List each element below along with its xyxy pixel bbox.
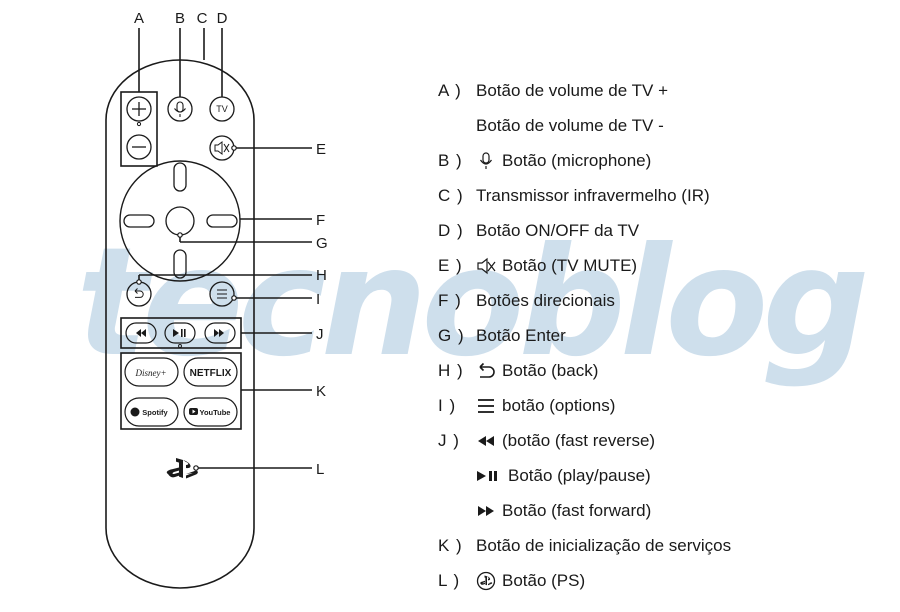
legend-text: Transmissor infravermelho (IR)	[476, 186, 710, 205]
legend-code: B )	[438, 151, 463, 170]
legend-row-d: D ) Botão ON/OFF da TV	[438, 218, 639, 244]
netflix-button[interactable]	[183, 357, 238, 387]
fast-reverse-icon	[476, 431, 496, 451]
legend-text: Botão (microphone)	[502, 151, 652, 170]
legend-text: Botão de inicialização de serviços	[476, 536, 732, 555]
callout-i: I	[316, 291, 320, 308]
microphone-icon	[174, 101, 186, 117]
back-icon	[134, 288, 144, 298]
microphone-button[interactable]	[167, 96, 193, 122]
apps-group-box	[120, 352, 242, 430]
legend-code: I )	[438, 396, 457, 415]
legend-text: Botão de volume de TV -	[476, 116, 664, 135]
dpad-ring	[119, 160, 241, 282]
legend-row-a-minus: Botão de volume de TV -	[438, 113, 664, 139]
back-icon	[476, 361, 496, 381]
legend-row-j-forward: Botão (fast forward)	[438, 498, 651, 524]
legend-text: botão (options)	[502, 396, 616, 415]
back-button[interactable]	[126, 281, 152, 307]
legend-row-a-plus: A ) Botão de volume de TV +	[438, 78, 668, 104]
youtube-label: YouTube	[200, 408, 231, 417]
legend-code: L )	[438, 571, 461, 590]
ps-logo-icon	[166, 458, 198, 479]
callout-h: H	[316, 267, 327, 284]
legend-code: J )	[438, 431, 460, 450]
legend-code: K )	[438, 536, 463, 555]
options-icon	[476, 396, 496, 416]
legend-text: Botão (TV MUTE)	[502, 256, 638, 275]
dpad-right[interactable]	[206, 214, 238, 228]
legend-text: Botão Enter	[476, 326, 566, 345]
legend-code: F )	[438, 291, 462, 310]
callout-b: B	[175, 10, 185, 27]
legend-row-k: K ) Botão de inicialização de serviços	[438, 533, 731, 559]
legend-row-f: F ) Botões direcionais	[438, 288, 615, 314]
disney-button[interactable]	[124, 357, 179, 387]
microphone-icon	[476, 151, 496, 171]
volume-down-button[interactable]	[126, 134, 152, 160]
legend-row-b: B ) Botão (microphone)	[438, 148, 651, 174]
spotify-icon	[130, 407, 140, 417]
legend-row-i: I ) botão (options)	[438, 393, 615, 419]
mute-icon	[476, 256, 496, 276]
spotify-label: Spotify	[142, 408, 168, 417]
youtube-button[interactable]	[183, 397, 238, 427]
fast-forward-icon	[476, 501, 496, 521]
play-pause-icon	[476, 466, 502, 486]
remote-body	[105, 59, 255, 589]
callout-d: D	[217, 10, 228, 27]
spotify-button[interactable]	[124, 397, 179, 427]
legend-text: Botão (PS)	[502, 571, 586, 590]
fast-forward-button[interactable]	[204, 322, 236, 344]
legend-row-l: L ) Botão (PS)	[438, 568, 585, 594]
legend-text: Botão (back)	[502, 361, 599, 380]
volume-up-button[interactable]	[126, 96, 152, 122]
dpad-down[interactable]	[173, 249, 187, 279]
fast-reverse-button[interactable]	[125, 322, 157, 344]
legend-text: Botões direcionais	[476, 291, 615, 310]
legend-code: G )	[438, 326, 465, 345]
callout-j: J	[316, 326, 324, 343]
legend-row-e: E ) Botão (TV MUTE)	[438, 253, 637, 279]
callout-f: F	[316, 212, 325, 229]
tv-button-label: TV	[216, 104, 228, 114]
legend-text: Botão (play/pause)	[508, 466, 651, 485]
legend-text: Botão (fast forward)	[502, 501, 652, 520]
callout-a: A	[134, 10, 144, 27]
play-pause-icon	[173, 329, 186, 337]
legend-row-g: G ) Botão Enter	[438, 323, 566, 349]
legend-code: D )	[438, 221, 464, 240]
netflix-label: NETFLIX	[190, 368, 232, 379]
callout-lines	[138, 28, 312, 469]
dpad-left[interactable]	[123, 214, 155, 228]
ps-icon	[476, 571, 496, 591]
dpad-up[interactable]	[173, 162, 187, 192]
callout-l: L	[316, 461, 324, 478]
legend-code: H )	[438, 361, 464, 380]
legend-text: Botão ON/OFF da TV	[476, 221, 640, 240]
mute-icon	[214, 141, 230, 155]
legend-row-j-play: Botão (play/pause)	[438, 463, 651, 489]
legend-row-j-reverse: J ) (botão (fast reverse)	[438, 428, 655, 454]
callout-g: G	[316, 235, 328, 252]
disney-label: Disney+	[134, 368, 166, 378]
legend-row-h: H ) Botão (back)	[438, 358, 598, 384]
legend-text: Botão de volume de TV +	[476, 81, 669, 100]
fast-forward-icon	[214, 329, 224, 337]
options-button[interactable]	[209, 281, 235, 307]
callout-k: K	[316, 383, 326, 400]
legend-code: E )	[438, 256, 463, 275]
legend-text: (botão (fast reverse)	[502, 431, 656, 450]
callout-e: E	[316, 141, 326, 158]
enter-button[interactable]	[165, 206, 195, 236]
options-icon	[217, 289, 227, 299]
legend-code: C )	[438, 186, 464, 205]
legend-row-c: C ) Transmissor infravermelho (IR)	[438, 183, 710, 209]
play-pause-button[interactable]	[164, 322, 196, 344]
fast-reverse-icon	[136, 329, 146, 337]
legend-code: A )	[438, 81, 462, 100]
callout-c: C	[197, 10, 208, 27]
